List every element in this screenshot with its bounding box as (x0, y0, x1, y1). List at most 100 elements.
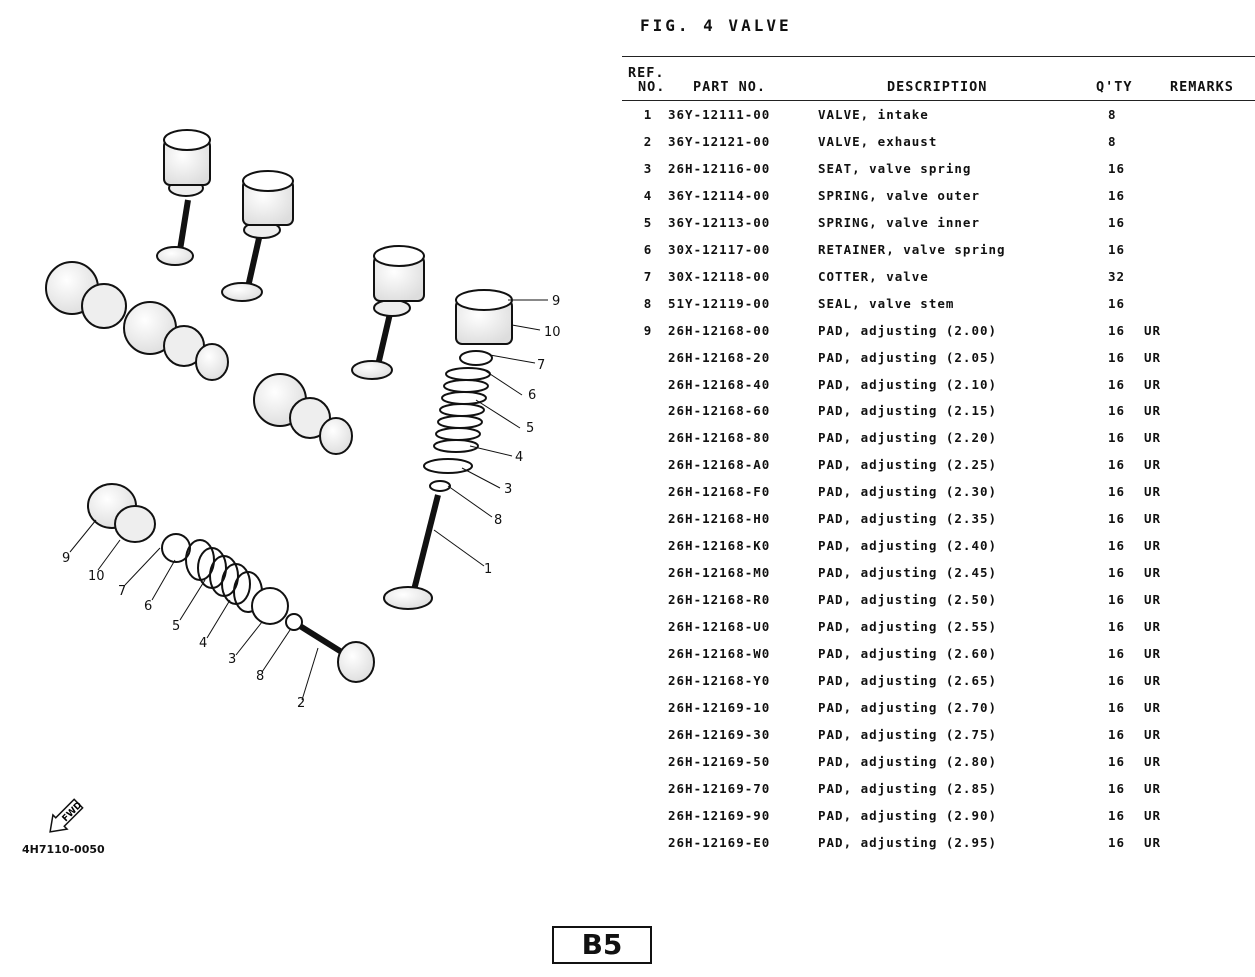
description: PAD, adjusting (2.15) (818, 403, 998, 419)
part-number: 30X-12118-00 (668, 268, 771, 284)
callout-4-b: 4 (199, 636, 207, 651)
header-part-no: PART NO. (693, 79, 767, 95)
description: PAD, adjusting (2.90) (818, 807, 998, 823)
quantity: 16 (1108, 349, 1126, 365)
callout-5-b: 5 (172, 619, 180, 634)
part-number: 26H-12169-E0 (668, 834, 771, 850)
part-number: 26H-12168-20 (668, 349, 771, 365)
part-number: 30X-12117-00 (668, 241, 771, 257)
part-number: 26H-12168-M0 (668, 565, 771, 581)
part-number: 26H-12169-90 (668, 807, 771, 823)
description: PAD, adjusting (2.40) (818, 538, 998, 554)
ref-no: 6 (643, 241, 653, 257)
forward-arrow-icon: FWD (49, 798, 84, 833)
diagram-part-code: 4H7110-0050 (22, 843, 105, 856)
valve-assembly-b (221, 170, 294, 302)
part-number: 26H-12168-R0 (668, 592, 771, 608)
quantity: 16 (1108, 376, 1126, 392)
description: PAD, adjusting (2.50) (818, 592, 998, 608)
remarks: UR (1144, 322, 1162, 338)
part-number: 36Y-12111-00 (668, 107, 771, 122)
quantity: 16 (1108, 538, 1126, 554)
callout-9: 9 (552, 294, 560, 309)
quantity: 8 (1108, 107, 1117, 122)
description: PAD, adjusting (2.00) (818, 322, 998, 338)
quantity: 16 (1108, 295, 1126, 311)
quantity: 16 (1108, 807, 1126, 823)
part-number: 26H-12168-H0 (668, 511, 771, 527)
quantity: 16 (1108, 753, 1126, 769)
quantity: 16 (1108, 457, 1126, 473)
quantity: 32 (1108, 268, 1126, 284)
callout-10: 10 (544, 325, 561, 340)
remarks: UR (1144, 780, 1162, 796)
ref-no: 4 (643, 187, 653, 203)
remarks: UR (1144, 672, 1162, 688)
remarks: UR (1144, 753, 1162, 769)
description: VALVE, exhaust (818, 133, 938, 149)
part-number: 26H-12168-60 (668, 403, 771, 419)
ref-no: 7 (643, 268, 653, 284)
quantity: 16 (1108, 214, 1126, 230)
remarks: UR (1144, 834, 1162, 850)
quantity: 16 (1108, 241, 1126, 257)
description: SEAT, valve spring (818, 160, 972, 176)
exploded-vertical-valve (383, 289, 513, 610)
part-number: 26H-12168-80 (668, 430, 771, 446)
description: VALVE, intake (818, 107, 929, 122)
part-number: 26H-12168-00 (668, 322, 771, 338)
valve-assembly-c (351, 245, 425, 380)
valve-assembly-d (45, 261, 229, 381)
quantity: 16 (1108, 565, 1126, 581)
part-number: 26H-12169-70 (668, 780, 771, 796)
description: PAD, adjusting (2.60) (818, 646, 998, 661)
description: PAD, adjusting (2.10) (818, 376, 998, 392)
part-number: 26H-12169-10 (668, 699, 771, 715)
part-number: 51Y-12119-00 (668, 295, 771, 311)
part-number: 26H-12168-F0 (668, 484, 771, 500)
header-top-rule (622, 56, 1255, 57)
quantity: 16 (1108, 726, 1126, 742)
description: RETAINER, valve spring (818, 241, 1006, 257)
quantity: 16 (1108, 672, 1126, 688)
header-qty: Q'TY (1096, 79, 1133, 95)
exploded-diagonal-valve (87, 483, 375, 683)
remarks: UR (1144, 565, 1162, 581)
description: PAD, adjusting (2.45) (818, 565, 998, 581)
ref-no: 2 (643, 133, 653, 149)
callout-2: 2 (297, 696, 305, 711)
callout-8-b: 8 (256, 669, 264, 684)
ref-no: 9 (643, 322, 653, 338)
description: COTTER, valve (818, 268, 929, 284)
ref-no: 3 (643, 160, 653, 176)
description: PAD, adjusting (2.55) (818, 619, 998, 635)
part-number: 26H-12168-U0 (668, 619, 771, 635)
table-row: 6 30X-12117-00 RETAINER, valve spring 16 (622, 242, 1255, 269)
description: PAD, adjusting (2.25) (818, 457, 998, 473)
description: PAD, adjusting (2.75) (818, 726, 998, 742)
callout-4: 4 (515, 450, 523, 465)
figure-title: FIG. 4 VALVE (640, 16, 792, 35)
description: SPRING, valve inner (818, 214, 980, 230)
remarks: UR (1144, 619, 1162, 635)
quantity: 8 (1108, 133, 1117, 149)
description: PAD, adjusting (2.30) (818, 484, 998, 500)
remarks: UR (1144, 699, 1162, 715)
header-remarks: REMARKS (1170, 79, 1234, 95)
quantity: 16 (1108, 619, 1126, 635)
exploded-valve-diagram: 9 10 7 6 5 4 3 8 1 9 10 7 6 5 4 3 8 2 FW… (45, 129, 561, 833)
description: PAD, adjusting (2.95) (818, 834, 998, 850)
callout-7: 7 (537, 358, 545, 373)
description: SEAL, valve stem (818, 295, 955, 311)
callout-6: 6 (528, 388, 536, 403)
